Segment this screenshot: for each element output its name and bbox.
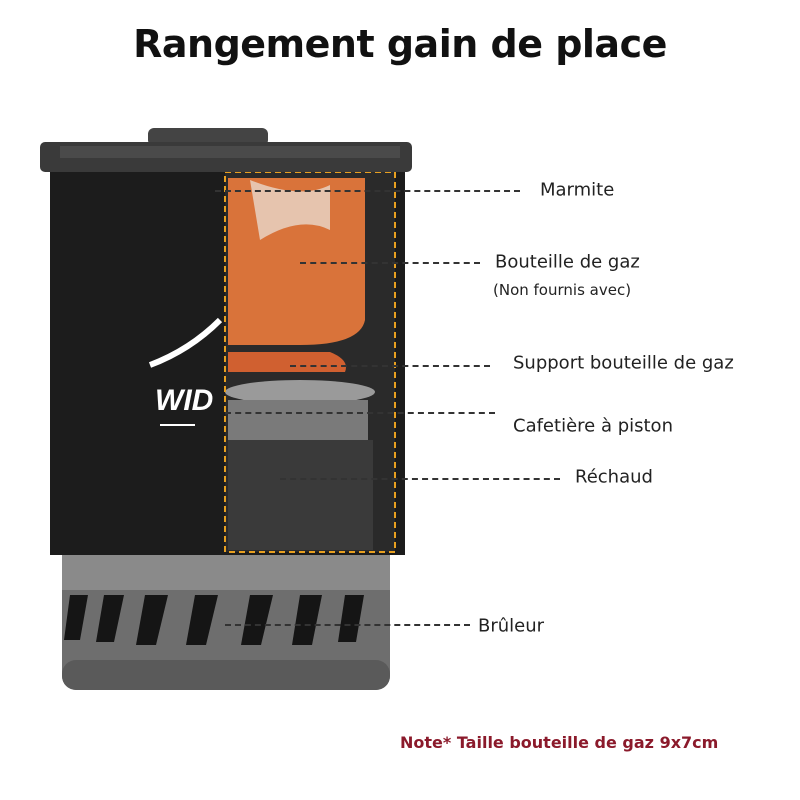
lid-knob bbox=[148, 128, 268, 146]
leader-line-marmite bbox=[215, 190, 520, 192]
label-cafetiere: Cafetière à piston bbox=[513, 415, 673, 437]
cutaway-interior bbox=[224, 171, 396, 553]
leader-line-cafetiere bbox=[225, 412, 495, 414]
burner-base bbox=[62, 540, 390, 690]
page-title: Rangement gain de place bbox=[133, 22, 667, 66]
press-coffee bbox=[225, 380, 375, 404]
brand-logo: WID bbox=[155, 384, 213, 417]
stove bbox=[228, 440, 373, 550]
leader-line-bouteille bbox=[300, 262, 480, 264]
label-bouteille: Bouteille de gaz bbox=[495, 251, 640, 273]
canister-support bbox=[228, 352, 346, 372]
label-rechaud: Réchaud bbox=[575, 466, 653, 488]
leader-line-rechaud bbox=[280, 478, 560, 480]
label-marmite: Marmite bbox=[540, 179, 615, 201]
leader-line-support bbox=[290, 365, 490, 367]
burner-vents bbox=[64, 595, 364, 645]
label-bouteille-note: (Non fournis avec) bbox=[493, 281, 632, 299]
label-bruleur: Brûleur bbox=[478, 615, 545, 637]
size-note: Note* Taille bouteille de gaz 9x7cm bbox=[400, 733, 719, 752]
leader-line-bruleur bbox=[225, 624, 470, 626]
label-support: Support bouteille de gaz bbox=[513, 352, 734, 374]
